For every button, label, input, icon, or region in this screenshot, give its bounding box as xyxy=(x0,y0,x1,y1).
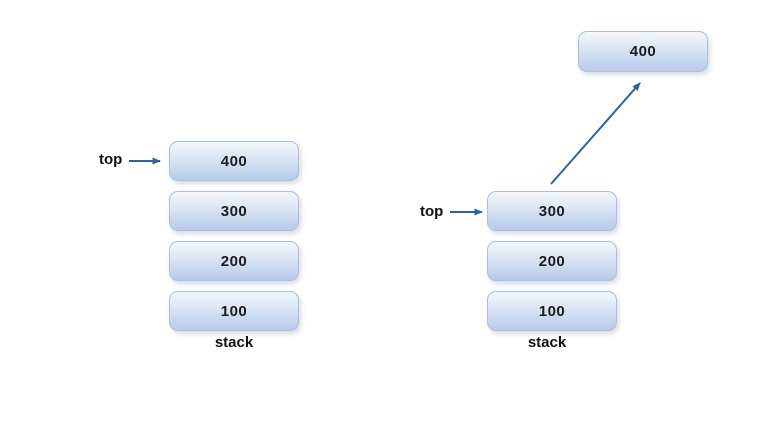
top-label-right: top xyxy=(420,203,444,220)
left-stack-item-200-value: 200 xyxy=(220,252,248,270)
left-stack-item-400: 400 xyxy=(169,141,299,181)
right-stack-item-100: 100 xyxy=(487,291,617,331)
right-stack-caption: stack xyxy=(527,334,567,351)
left-stack-item-300-value: 300 xyxy=(220,202,248,220)
right-stack-item-200: 200 xyxy=(487,241,617,281)
right-stack-item-100-value: 100 xyxy=(538,302,566,320)
left-stack-item-200: 200 xyxy=(169,241,299,281)
left-stack-item-400-value: 400 xyxy=(220,152,248,170)
popped-item-400-value: 400 xyxy=(629,43,657,60)
popped-item-400: 400 xyxy=(578,31,708,72)
right-stack-item-200-value: 200 xyxy=(538,252,566,270)
right-stack-item-300: 300 xyxy=(487,191,617,231)
pop-arrow xyxy=(550,82,641,185)
left-stack-caption: stack xyxy=(214,334,254,351)
left-stack-item-100-value: 100 xyxy=(220,302,248,320)
top-label-left: top xyxy=(99,151,123,168)
left-stack-item-100: 100 xyxy=(169,291,299,331)
right-stack-item-300-value: 300 xyxy=(538,202,566,220)
left-stack-item-300: 300 xyxy=(169,191,299,231)
